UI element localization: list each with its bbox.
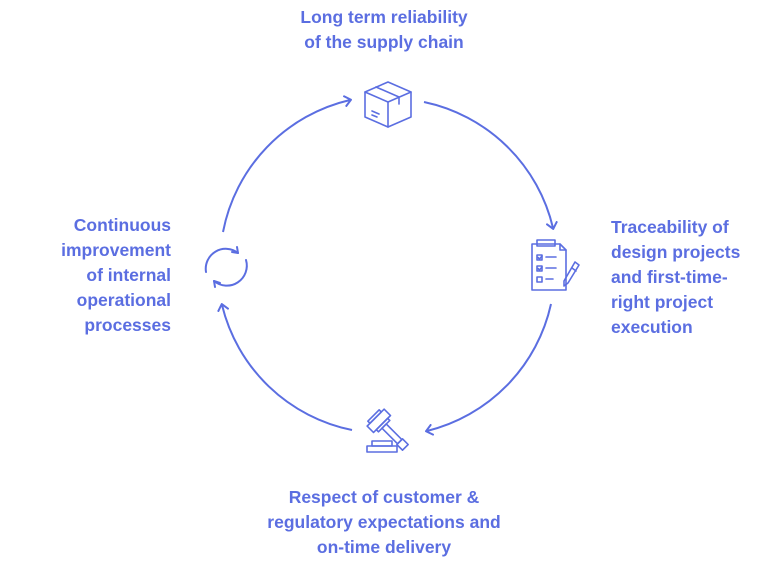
node-label-line: Long term reliability [300,7,468,27]
node-label-continuous-improvement: Continuous improvement of internal opera… [20,213,171,338]
node-label-supply-chain: Long term reliability of the supply chai… [234,5,534,55]
node-label-line: of the supply chain [304,32,464,52]
node-label-line: Respect of customer & [288,487,480,507]
node-label-line: Traceability of [611,217,729,237]
node-label-line: regulatory expectations and [267,512,501,532]
node-label-line: processes [84,315,171,335]
gavel-icon [366,408,409,453]
node-label-line: on-time delivery [316,537,452,557]
node-label-line: design projects [611,242,741,262]
node-label-line: right project [611,292,714,312]
node-label-line: and first-time- [611,267,728,287]
node-label-line: of internal [86,265,171,285]
node-label-line: improvement [61,240,171,260]
checklist-pencil-icon [531,239,580,291]
arrow-top-to-right [423,101,558,230]
node-label-line: execution [611,317,693,337]
arrow-left-to-top [222,95,352,233]
refresh-cycle-icon [204,246,248,288]
package-box-icon [364,81,412,128]
node-label-traceability: Traceability of design projects and firs… [611,215,740,340]
arrow-bottom-to-left [217,303,353,431]
node-label-line: operational [76,290,171,310]
arrow-right-to-bottom [425,303,552,436]
node-label-line: Continuous [73,215,171,235]
node-label-customer-expectations: Respect of customer & regulatory expecta… [234,485,534,560]
